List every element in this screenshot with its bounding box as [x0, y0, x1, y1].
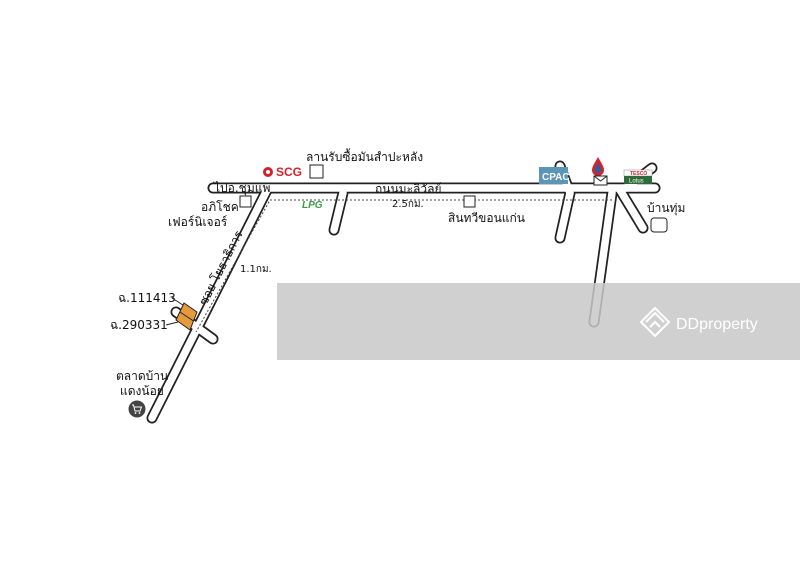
sinthawee-label: สินทวีขอนแก่น [448, 211, 525, 225]
main-road-label: ถนนมะลิวัลย์ [375, 182, 442, 196]
watermark-text: DDproperty [676, 316, 758, 333]
cassava-yard-label: ลานรับซื้อมันสำปะหลัง [306, 148, 423, 164]
cassava-yard-marker [309, 164, 324, 179]
aphichoke-label-line1: อภิโชค [201, 200, 239, 214]
aphichoke-label-line2: เฟอร์นิเจอร์ [168, 215, 228, 229]
scg-logo-text: SCG [276, 165, 302, 179]
title-deed-1-label: ฉ.111413 [118, 291, 176, 305]
distance-main-label: 2.5กม. [392, 199, 424, 210]
shopping-cart-icon [128, 400, 146, 418]
route-line [195, 199, 612, 333]
to-chumphae-label: ไปอ.ชุมแพ [213, 181, 270, 196]
watermark: DDproperty [277, 283, 800, 360]
cpac-logo-box [539, 167, 568, 184]
soi-label: ซอย โยธาธิการ [196, 228, 246, 307]
tesco-logo-text: TESCO [630, 171, 647, 177]
scg-landmark: SCG [263, 165, 302, 179]
plot-divider [179, 311, 194, 322]
watermark-band [277, 283, 800, 360]
sinthawee-marker [463, 195, 476, 208]
ban-thum-marker [650, 217, 668, 233]
post-office-icon [593, 175, 608, 186]
aphichoke-marker [239, 195, 252, 208]
tesco-lotus-logo: TESCO Lotus [623, 169, 653, 185]
distance-soi-label: 1.1กม. [240, 264, 272, 275]
ddproperty-logo-icon [639, 306, 671, 338]
title-deed-2-leader [165, 321, 179, 326]
gas-station-icon [592, 157, 604, 176]
market-label-line2: แดงน้อย [120, 384, 164, 398]
lotus-logo-text: Lotus [629, 179, 644, 185]
lpg-logo: LPG [302, 200, 323, 211]
ban-thum-label: บ้านทุ่ม [647, 201, 685, 216]
cpac-logo-text: CPAC [542, 172, 570, 183]
market-label-line1: ตลาดบ้าน [116, 369, 168, 383]
cpac-landmark: CPAC [539, 167, 570, 184]
title-deed-2-label: ฉ.290331 [110, 318, 168, 332]
